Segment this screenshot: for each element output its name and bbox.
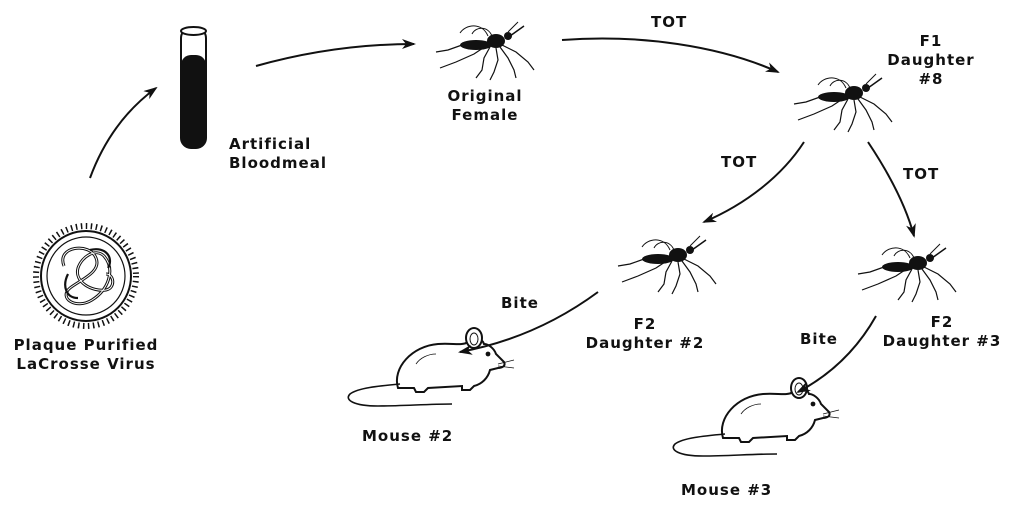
mouse-2-label: Mouse #2 bbox=[362, 427, 453, 446]
bloodmeal-label-line2: Bloodmeal bbox=[229, 154, 327, 173]
arrow-icon bbox=[798, 316, 876, 392]
arrow-icon bbox=[868, 142, 914, 236]
mosquito-icon bbox=[858, 244, 956, 302]
mosquito-icon bbox=[436, 22, 534, 80]
bloodmeal-label-line1: Artificial bbox=[229, 135, 327, 154]
virus-label-line1: Plaque Purified bbox=[2, 336, 170, 355]
tot-label-left: TOT bbox=[721, 153, 757, 172]
f2b-label-line2: Daughter #3 bbox=[872, 332, 1012, 351]
f2-daughter-3-label: F2 Daughter #3 bbox=[872, 313, 1012, 351]
f1-label-line1: F1 bbox=[876, 32, 986, 51]
bite-label-right: Bite bbox=[800, 330, 838, 349]
f2-daughter-2-label: F2 Daughter #2 bbox=[580, 315, 710, 353]
tot-label-top: TOT bbox=[651, 13, 687, 32]
mouse-icon bbox=[673, 378, 839, 456]
tot-label-right: TOT bbox=[903, 165, 939, 184]
virus-label: Plaque Purified LaCrosse Virus bbox=[2, 336, 170, 374]
test-tube-icon bbox=[181, 27, 206, 148]
mosquito-icon bbox=[618, 236, 716, 294]
mouse-3-label: Mouse #3 bbox=[681, 481, 772, 500]
arrow-icon bbox=[256, 44, 414, 66]
virus-icon bbox=[36, 226, 136, 326]
mouse-icon bbox=[348, 328, 514, 406]
bloodmeal-label: Artificial Bloodmeal bbox=[229, 135, 327, 173]
arrow-icon bbox=[562, 38, 778, 72]
f1-label-line2: Daughter bbox=[876, 51, 986, 70]
original-female-line1: Original bbox=[430, 87, 540, 106]
arrow-icon bbox=[90, 88, 156, 178]
f2b-label-line1: F2 bbox=[872, 313, 1012, 332]
f2a-label-line1: F2 bbox=[580, 315, 710, 334]
f2a-label-line2: Daughter #2 bbox=[580, 334, 710, 353]
f1-label-line3: #8 bbox=[876, 70, 986, 89]
f1-daughter-label: F1 Daughter #8 bbox=[876, 32, 986, 89]
original-female-label: Original Female bbox=[430, 87, 540, 125]
bite-label-left: Bite bbox=[501, 294, 539, 313]
virus-label-line2: LaCrosse Virus bbox=[2, 355, 170, 374]
original-female-line2: Female bbox=[430, 106, 540, 125]
